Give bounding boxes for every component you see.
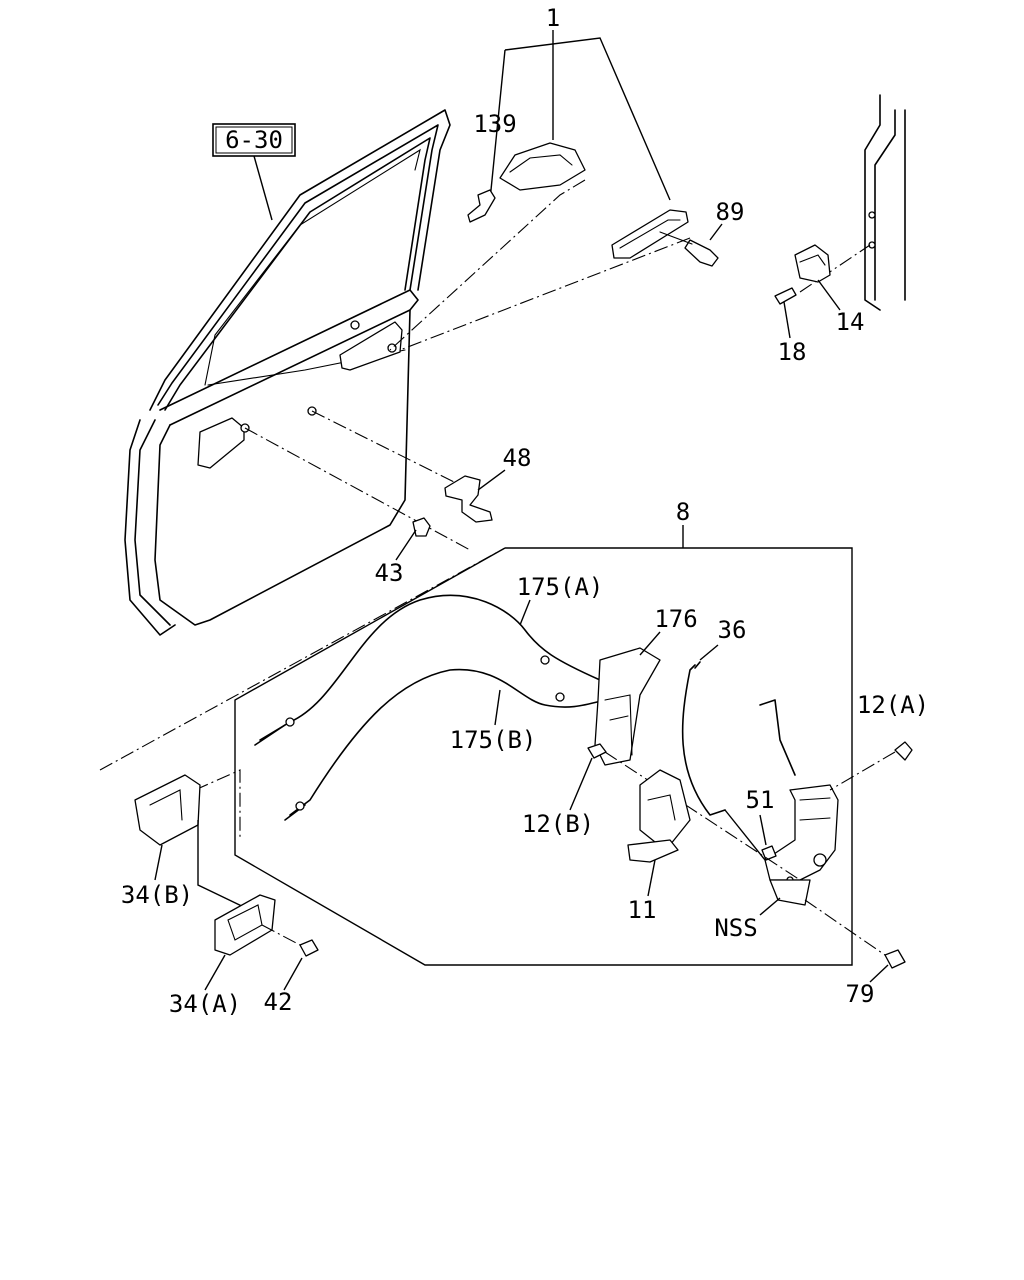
callout-175a: 175(A) [517,573,604,601]
callout-6-30: 6-30 [225,126,283,154]
cables [254,594,606,821]
screw-12a [829,741,913,791]
callout-34b: 34(B) [121,881,193,909]
callout-51: 51 [746,786,775,814]
rod-36 [681,661,766,861]
callout-42: 42 [264,988,293,1016]
callout-1: 1 [546,4,560,32]
callout-48: 48 [503,444,532,472]
callout-12b: 12(B) [522,810,594,838]
clip-48-43 [244,410,493,551]
callout-12a: 12(A) [857,691,929,719]
callout-176: 176 [654,605,697,633]
callout-11: 11 [628,896,657,924]
actuator-176 [594,647,661,766]
door-shell [124,109,451,636]
callout-139: 139 [473,110,516,138]
callout-36: 36 [718,616,747,644]
bolt-79 [804,899,906,969]
lock-assembly-box [234,525,853,966]
callout-8: 8 [676,498,690,526]
callout-nss: NSS [714,914,757,942]
reference-box-6-30[interactable]: 6-30 [212,123,296,221]
callout-79: 79 [846,980,875,1008]
inside-handle [99,547,506,957]
callout-34a: 34(A) [169,990,241,1018]
callout-43: 43 [375,559,404,587]
cover-11 [587,743,801,881]
callout-89: 89 [716,198,745,226]
callout-14: 14 [836,308,865,336]
clip-51 [761,845,777,861]
callout-175b: 175(B) [450,726,537,754]
striker-group [774,94,906,311]
outside-handle-group [389,30,719,351]
callout-18: 18 [778,338,807,366]
